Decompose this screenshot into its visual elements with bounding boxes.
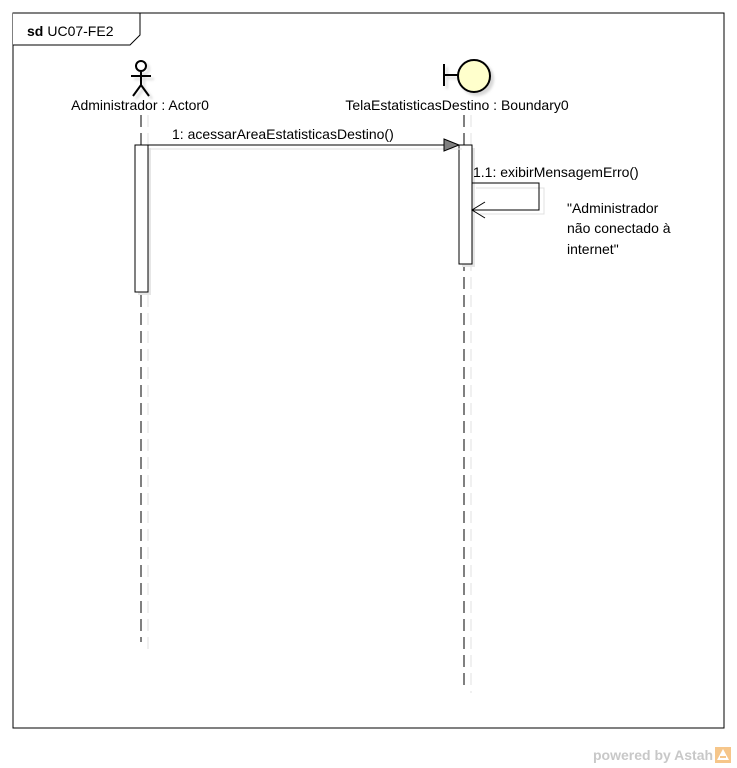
- actor-lifeline-label: Administrador : Actor0: [71, 97, 209, 113]
- boundary-activation-bar: [458, 144, 473, 265]
- diagram-frame: [12, 12, 725, 729]
- note: "Administrador não conectado à internet": [567, 200, 671, 257]
- actor-activation-bar: [134, 144, 149, 293]
- watermark-text: powered by Astah: [593, 747, 713, 763]
- boundary-lifeline-label: TelaEstatisticasDestino : Boundary0: [345, 97, 569, 113]
- message-1-1-arrow-line: [472, 182, 540, 211]
- message-1-1-shadow: [476, 187, 545, 215]
- message-1-1-arrowhead-icon: [471, 201, 486, 219]
- frame-name: UC07-FE2: [47, 23, 113, 39]
- note-line-3: internet": [567, 241, 619, 257]
- boundary-icon: [443, 59, 494, 96]
- astah-logo-icon: [715, 747, 731, 763]
- note-line-2: não conectado à: [567, 220, 671, 236]
- message-1-label: 1: acessarAreaEstatisticasDestino(): [172, 126, 394, 142]
- frame-keyword: sd: [27, 23, 43, 39]
- message-1-1-label: 1.1: exibirMensagemErro(): [473, 164, 639, 180]
- message-1-arrowhead-icon: [443, 138, 461, 152]
- actor-icon: [131, 60, 154, 100]
- note-line-1: "Administrador: [567, 200, 659, 216]
- frame-tag: [13, 12, 141, 46]
